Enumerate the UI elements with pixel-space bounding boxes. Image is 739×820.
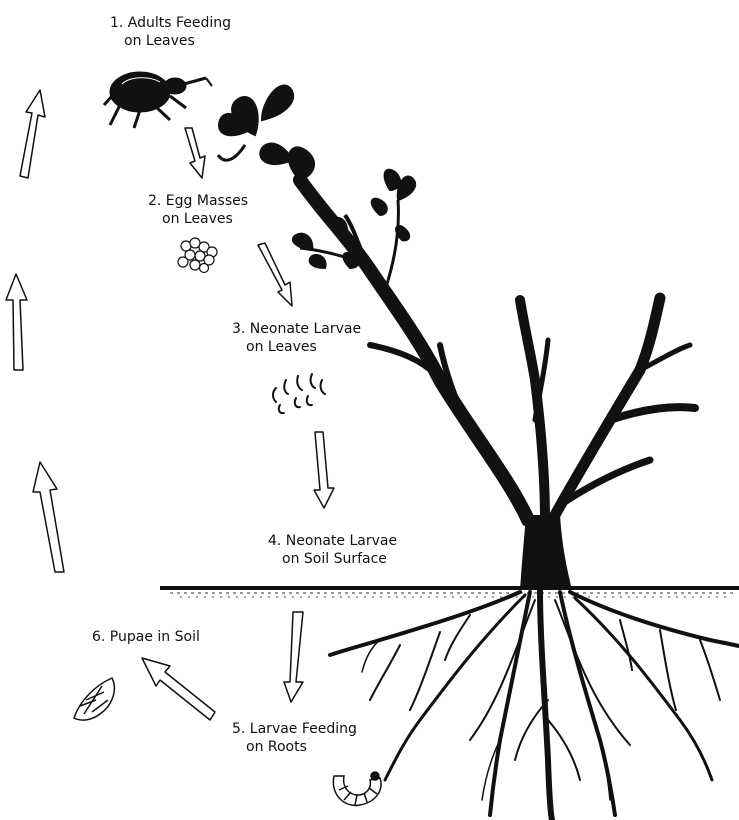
stage-label-1: 1. Adults Feeding on Leaves	[110, 14, 231, 50]
egg-mass-icon	[178, 238, 217, 273]
arrow-3-to-4	[314, 432, 334, 508]
arrow-6-to-1-b	[6, 274, 27, 370]
tree-illustration	[218, 86, 739, 820]
arrow-2-to-3	[258, 243, 292, 306]
stage-label-2: 2. Egg Masses on Leaves	[148, 192, 248, 228]
stage-4-line2: on Soil Surface	[268, 550, 397, 568]
stage-label-5: 5. Larvae Feeding on Roots	[232, 720, 357, 756]
stage-5-line1: 5. Larvae Feeding	[232, 720, 357, 738]
stage-3-line1: 3. Neonate Larvae	[232, 320, 361, 338]
stage-4-line1: 4. Neonate Larvae	[268, 532, 397, 550]
beetle-icon	[104, 72, 212, 128]
arrow-6-to-1-a	[33, 462, 64, 572]
stage-6-line1: 6. Pupae in Soil	[92, 628, 200, 646]
stage-1-line2: on Leaves	[110, 32, 231, 50]
soil-surface-line	[160, 588, 739, 597]
stage-label-3: 3. Neonate Larvae on Leaves	[232, 320, 361, 356]
larva-icon	[333, 772, 381, 805]
stage-1-line1: 1. Adults Feeding	[110, 14, 231, 32]
neonate-larvae-icon	[273, 374, 325, 413]
arrow-1-to-2	[185, 128, 205, 178]
arrow-4-to-5	[284, 612, 303, 702]
stage-3-line2: on Leaves	[232, 338, 361, 356]
cycle-arrows	[6, 90, 334, 720]
stage-label-4: 4. Neonate Larvae on Soil Surface	[268, 532, 397, 568]
stage-2-line1: 2. Egg Masses	[148, 192, 248, 210]
stage-label-6: 6. Pupae in Soil	[92, 628, 200, 646]
arrow-6-to-1-c	[20, 90, 45, 178]
arrow-5-to-6	[142, 658, 215, 720]
stage-5-line2: on Roots	[232, 738, 357, 756]
pupa-icon	[74, 678, 114, 720]
stage-2-line2: on Leaves	[148, 210, 248, 228]
